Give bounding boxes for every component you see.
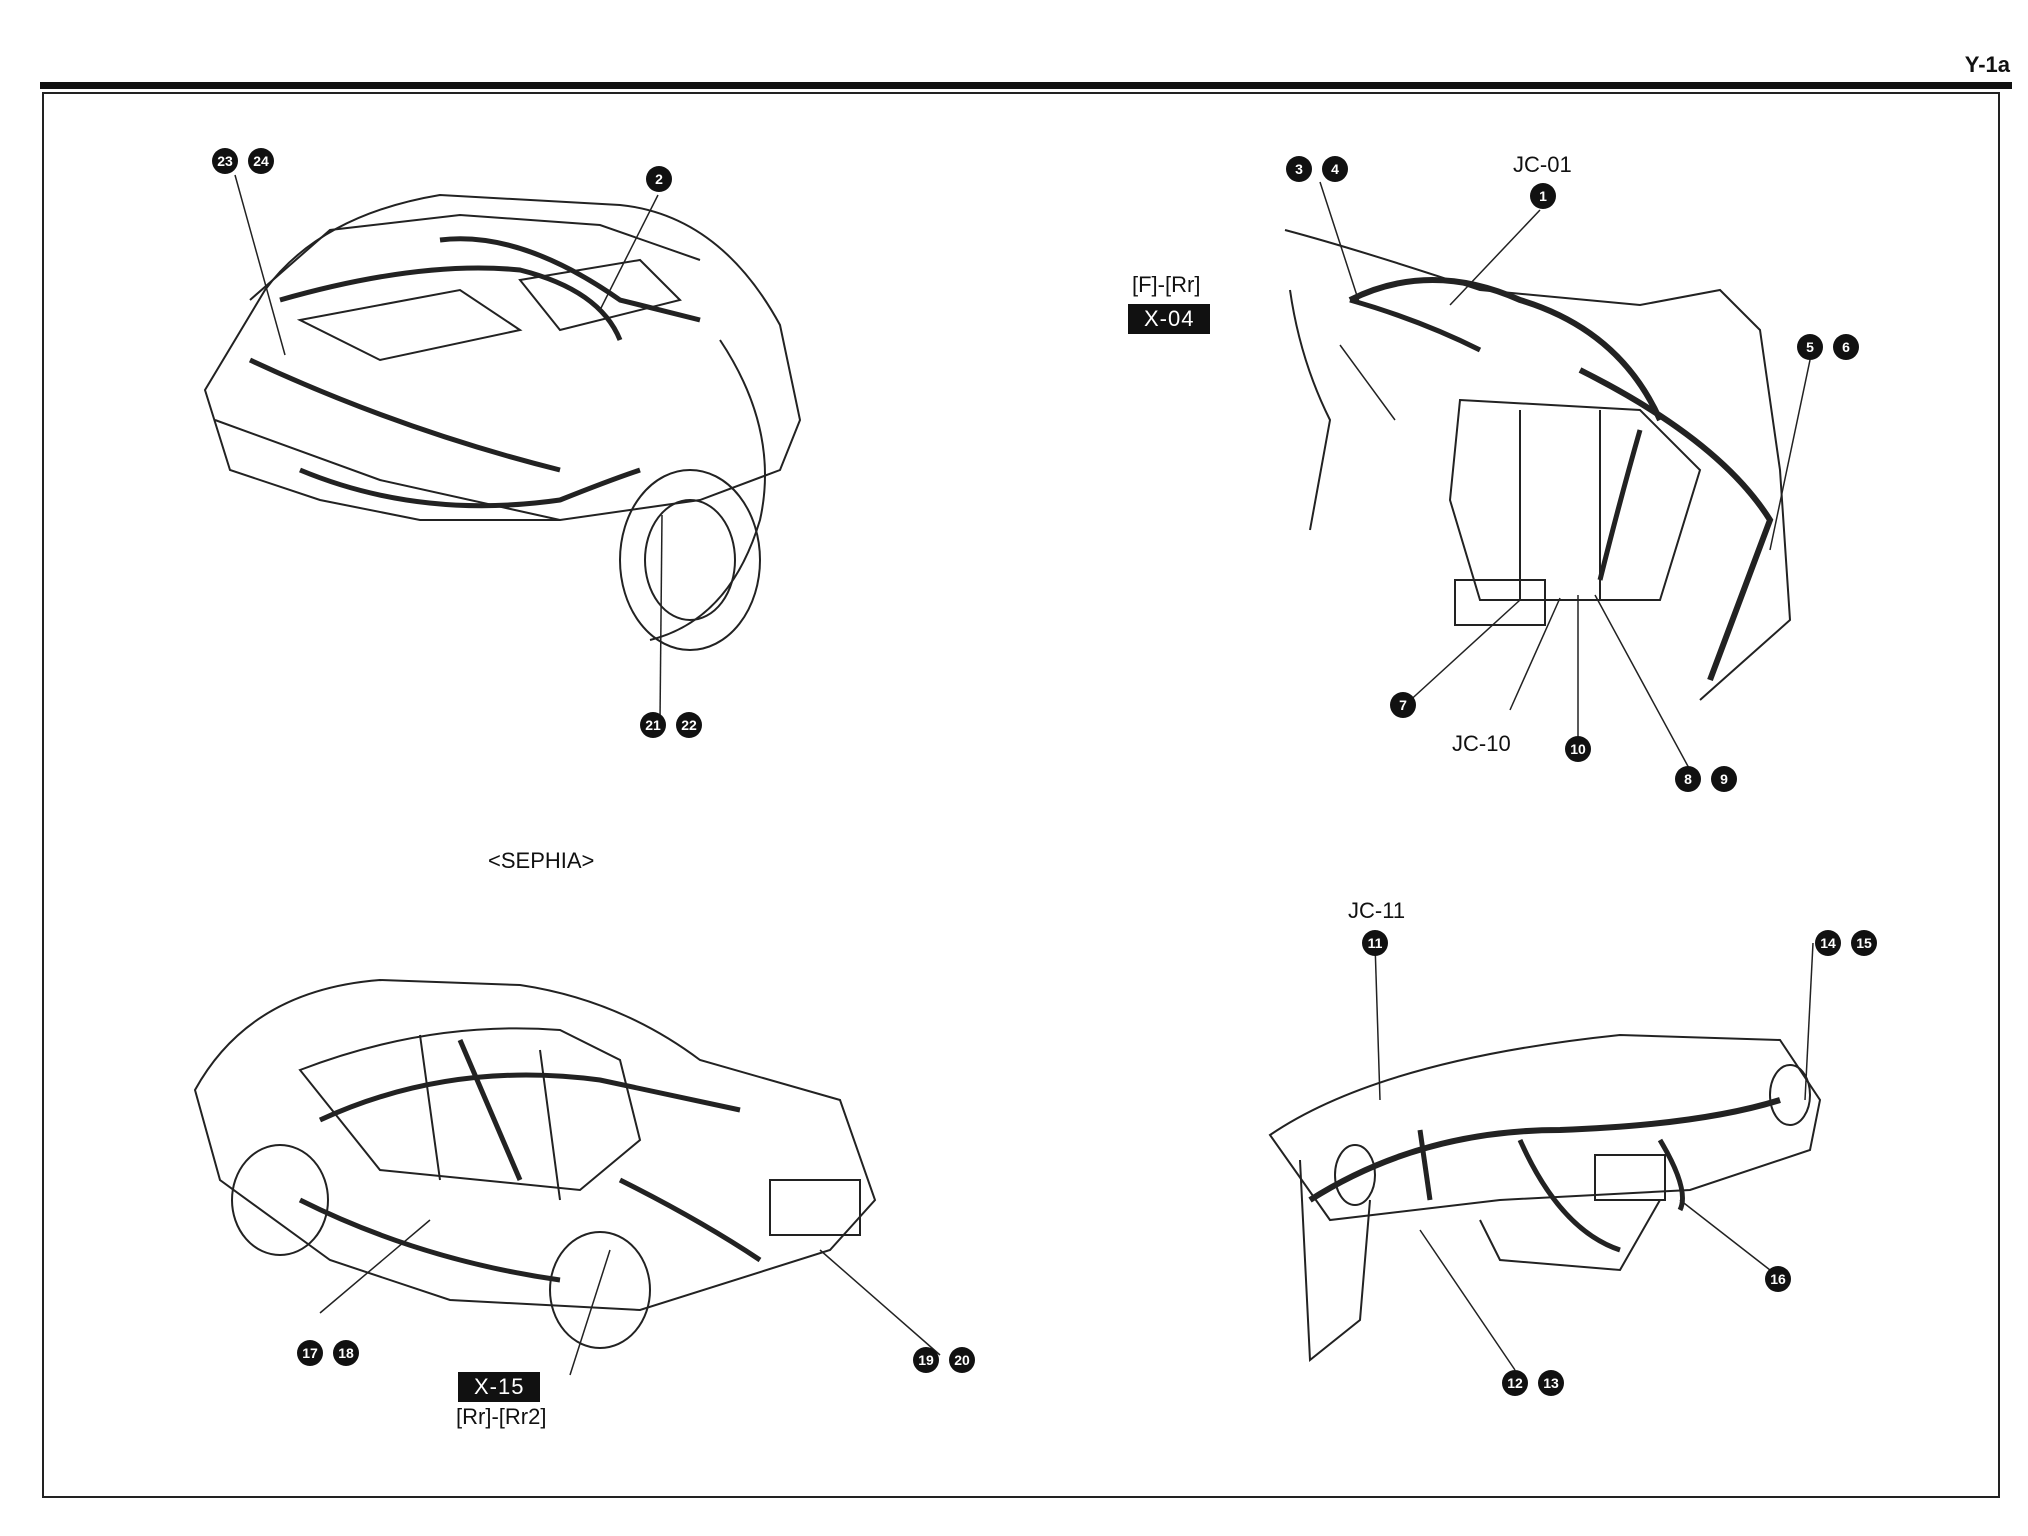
callout-3-4: 3 4	[1286, 156, 1348, 182]
callout-12-13: 12 13	[1502, 1370, 1564, 1396]
callout-10: 10	[1565, 736, 1591, 762]
junction-label-jc01: JC-01	[1513, 152, 1572, 177]
callout-marker: 13	[1538, 1370, 1564, 1396]
callout-marker: 1	[1530, 183, 1556, 209]
callout-5-6: 5 6	[1797, 334, 1859, 360]
callout-23-24: 23 24	[212, 148, 274, 174]
callout-marker: 18	[333, 1340, 359, 1366]
callout-marker: 15	[1851, 930, 1877, 956]
callout-marker: 3	[1286, 156, 1312, 182]
callout-marker: 22	[676, 712, 702, 738]
callout-marker: 4	[1322, 156, 1348, 182]
diagram-frame	[42, 92, 2000, 1498]
callout-8-9: 8 9	[1675, 766, 1737, 792]
page-id: Y-1a	[1964, 52, 2010, 77]
sedan-drawing	[193, 978, 941, 1376]
callout-marker: 11	[1362, 930, 1388, 956]
callout-marker: 23	[212, 148, 238, 174]
callout-marker: 5	[1797, 334, 1823, 360]
connector-x15-code: X-15	[458, 1372, 541, 1402]
callout-marker: 12	[1502, 1370, 1528, 1396]
callout-marker: 6	[1833, 334, 1859, 360]
callout-marker: 16	[1765, 1266, 1791, 1292]
callout-21-22: 21 22	[640, 712, 702, 738]
dashboard-drawing	[1268, 942, 1822, 1371]
callout-1: 1	[1530, 183, 1556, 209]
model-caption: <SEPHIA>	[488, 848, 595, 873]
callout-marker: 2	[646, 166, 672, 192]
callout-marker: 9	[1711, 766, 1737, 792]
callout-marker: 20	[949, 1347, 975, 1373]
junction-label-jc11: JC-11	[1348, 898, 1406, 923]
callout-17-18: 17 18	[297, 1340, 359, 1366]
callout-marker: 24	[248, 148, 274, 174]
callout-marker: 8	[1675, 766, 1701, 792]
connector-x04-sub: [F]-[Rr]	[1132, 272, 1201, 297]
callout-marker: 21	[640, 712, 666, 738]
callout-19-20: 19 20	[913, 1347, 975, 1373]
callout-marker: 17	[297, 1340, 323, 1366]
callout-2: 2	[646, 166, 672, 192]
callout-16: 16	[1765, 1266, 1791, 1292]
callout-marker: 14	[1815, 930, 1841, 956]
connector-x15-sub: [Rr]-[Rr2]	[456, 1404, 547, 1429]
callout-marker: 10	[1565, 736, 1591, 762]
engine-bay-drawing	[203, 174, 802, 721]
heater-unit-drawing	[1284, 181, 1811, 771]
junction-label-jc10: JC-10	[1452, 731, 1511, 756]
callout-7: 7	[1390, 692, 1416, 718]
callout-11: 11	[1362, 930, 1388, 956]
connector-x04-code: X-04	[1128, 304, 1211, 334]
callout-marker: 7	[1390, 692, 1416, 718]
callout-marker: 19	[913, 1347, 939, 1373]
callout-14-15: 14 15	[1815, 930, 1877, 956]
header-rule	[40, 82, 2012, 89]
